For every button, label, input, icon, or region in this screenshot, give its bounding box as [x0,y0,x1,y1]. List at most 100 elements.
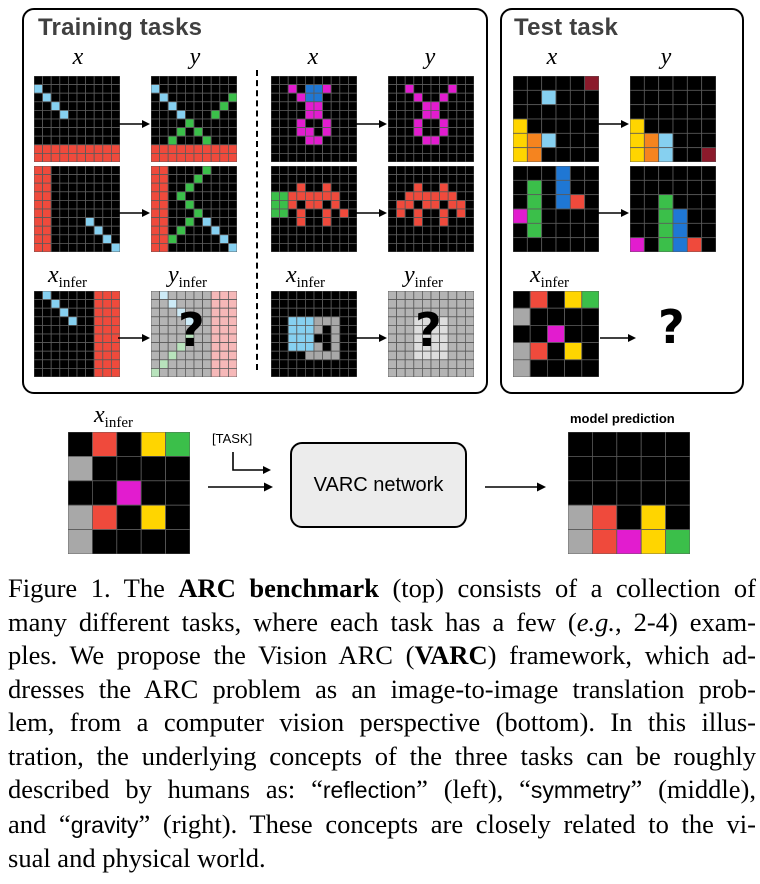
grid-cell [59,291,69,301]
grid-cell [456,342,466,352]
grid-cell [167,359,178,369]
grid-cell [76,234,87,244]
grid-cell [42,325,52,335]
grid-cell [422,153,432,162]
grid-cell [111,234,120,244]
grid-cell [404,291,415,301]
grid-cell [456,76,466,86]
grid-cell [686,76,703,91]
grid-cell [658,237,674,252]
caption-line: lem, from a computer vision perspective … [8,707,756,737]
grid-cell [630,132,645,149]
grid-cell [430,153,441,162]
grid-cell [339,84,349,94]
grid-cell [305,342,315,352]
grid-cell [76,291,87,301]
grid-cell [591,455,618,482]
grid-cell [76,316,87,326]
grid-cell [165,529,190,554]
grid-cell [68,333,78,344]
grid-cell [287,342,298,352]
grid-cell [50,217,61,227]
grid-cell [42,127,52,137]
caption-line: ples. We propose the Vision ARC (VARC) f… [8,640,757,670]
grid-cell [591,529,618,554]
grid-cell [34,182,44,193]
grid-cell [85,110,95,120]
grid-cell [210,243,221,252]
grid-cell [228,166,237,176]
grid-cell [413,135,423,146]
train-col-label-y-right: y [424,44,436,70]
grid-cell [456,359,466,369]
grid-cell [159,342,169,352]
grid-cell [50,307,61,318]
grid-cell [219,368,229,377]
grid-cell [102,316,112,326]
grid-cell [456,316,466,326]
grid-cell [465,208,474,219]
grid-cell [686,179,703,196]
grid-cell [185,84,195,94]
grid-cell [34,291,44,301]
grid-cell [348,135,357,146]
grid-cell [305,234,315,244]
grid-cell [513,104,528,120]
grid-cell [322,144,332,154]
gravity-example-2-output-grid [630,166,716,252]
grid-cell [193,84,204,94]
grid-cell [151,135,161,146]
grid-cell [330,127,341,137]
grid-cell [322,84,332,94]
grid-cell [330,342,341,352]
grid-cell [140,432,166,457]
grid-cell [330,110,341,120]
grid-cell [313,191,324,201]
grid-cell [271,234,281,244]
grid-cell [513,325,531,344]
grid-cell [447,110,458,120]
grid-cell [564,342,583,361]
grid-cell [330,76,341,86]
grid-cell [167,92,178,103]
grid-cell [151,101,161,111]
gravity-infer-input-grid [513,291,599,377]
grid-cell [59,76,69,86]
grid-cell [447,307,458,318]
grid-cell [430,191,441,201]
grid-cell [296,174,306,184]
grid-cell [305,110,315,120]
grid-cell [68,174,78,184]
grid-cell [59,153,69,162]
grid-cell [202,76,212,86]
grid-cell [313,144,324,154]
grid-cell [93,208,104,219]
grid-cell [526,118,543,134]
grid-cell [296,350,306,361]
grid-cell [85,135,95,146]
grid-cell [76,217,87,227]
grid-cell [167,368,178,377]
grid-cell [465,333,474,344]
grid-cell [167,153,178,162]
grid-cell [210,84,221,94]
grid-cell [68,76,78,86]
grid-cell [465,234,474,244]
grid-cell [686,208,703,224]
train-col-label-y-left: y [189,44,201,70]
caption-line: many different tasks, where each task ha… [8,606,756,637]
grid-cell [228,325,237,335]
grid-cell [93,76,104,86]
grid-cell [59,307,69,318]
grid-cell [167,191,178,201]
grid-cell [167,166,178,176]
grid-cell [456,307,466,318]
grid-cell [439,291,449,301]
grid-cell [296,342,306,352]
grid-cell [279,291,289,301]
grid-cell [287,182,298,193]
grid-cell [287,84,298,94]
grid-cell [111,307,120,318]
grid-cell [447,191,458,201]
grid-cell [404,200,415,210]
